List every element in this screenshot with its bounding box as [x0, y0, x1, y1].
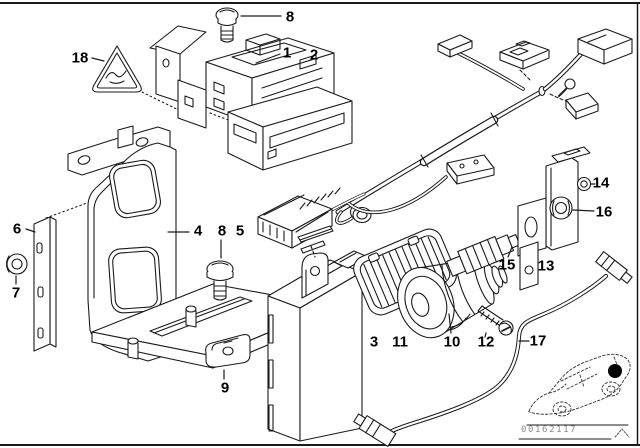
side-plate-part6 [33, 216, 57, 352]
callout-15: 15 [498, 256, 516, 274]
clip-nut-part9 [205, 334, 251, 368]
callout-6: 6 [12, 220, 22, 238]
screw-part12 [477, 305, 514, 336]
footer-rules [518, 424, 630, 440]
callout-13: 13 [537, 257, 555, 275]
callout-8: 8 [217, 222, 227, 240]
sensor-unit-part10 [397, 258, 508, 339]
callout-12: 12 [477, 333, 495, 351]
control-module-part3 [267, 245, 369, 442]
callout-1: 1 [282, 44, 292, 62]
callout-2: 2 [309, 46, 319, 64]
callout-leader-lines [15, 15, 596, 380]
sensor-part15 [446, 234, 521, 277]
callout-7: 7 [11, 284, 21, 302]
mounting-plate-part4 [67, 125, 177, 362]
callout-18: 18 [71, 49, 89, 67]
warning-triangle-part18 [92, 45, 142, 93]
bracket-parts14-16 [517, 146, 592, 291]
grommet-part7 [5, 253, 28, 275]
callout-10: 10 [443, 333, 461, 351]
antenna-cable-part17 [353, 251, 633, 447]
bolt-part8-mid [206, 260, 234, 301]
component-location-dot [608, 364, 622, 378]
callout-8: 8 [285, 8, 295, 26]
module-connector [257, 187, 341, 254]
callout-11: 11 [392, 333, 408, 351]
drawing-number: 00162117 [521, 425, 578, 435]
callout-16: 16 [595, 203, 613, 221]
callout-14: 14 [592, 174, 610, 192]
callout-5: 5 [235, 222, 245, 240]
callout-9: 9 [220, 379, 230, 397]
radio-unit [227, 86, 353, 171]
bolt-part8-top [215, 7, 239, 43]
callout-17: 17 [529, 332, 547, 350]
callout-4: 4 [193, 222, 203, 240]
car-location-inset [528, 353, 631, 417]
caret-icon [614, 428, 630, 438]
callout-3: 3 [369, 333, 379, 351]
wiring-harness-part2 [328, 28, 633, 225]
